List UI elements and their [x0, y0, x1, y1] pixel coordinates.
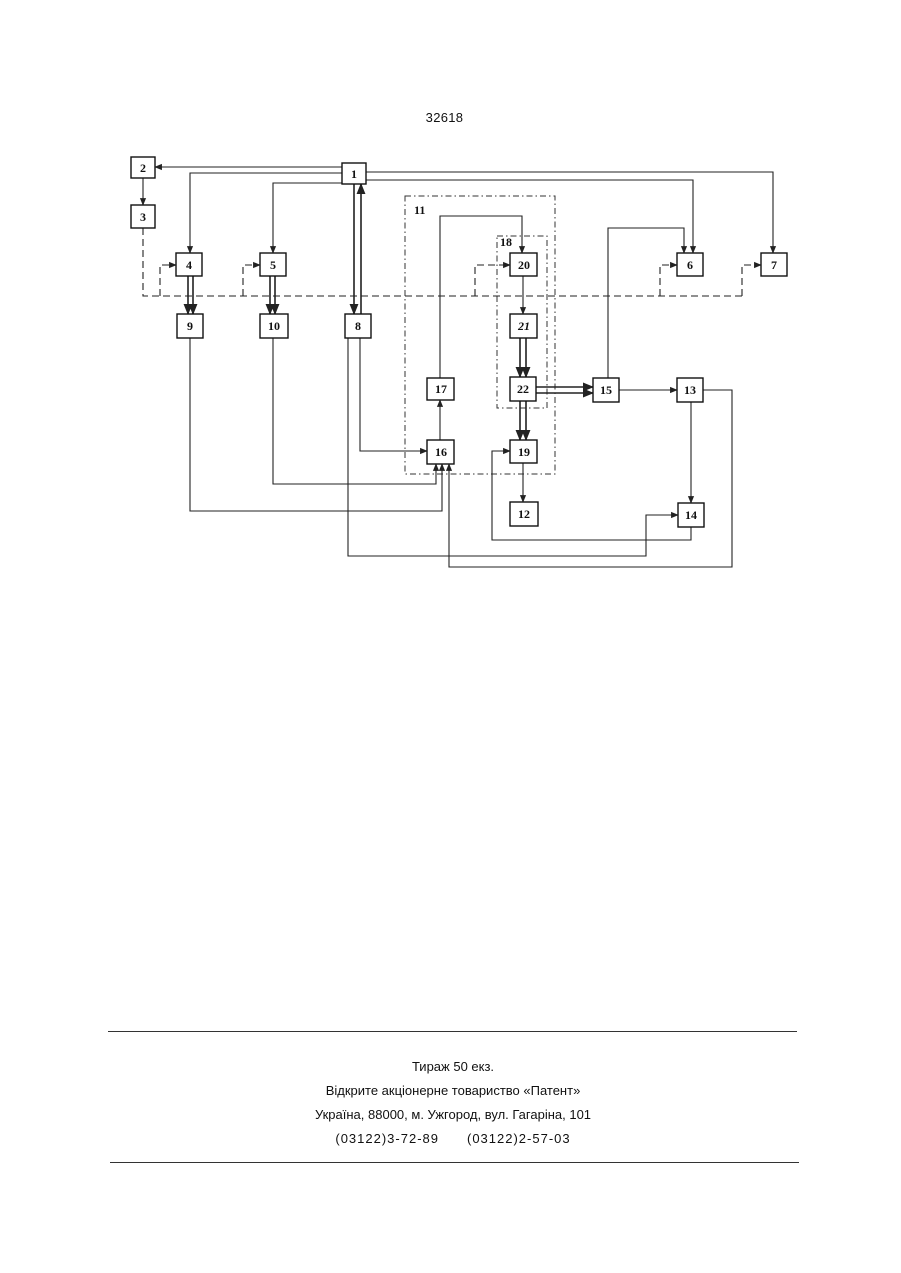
block-6-label: 6: [687, 258, 693, 272]
block-20: 20: [510, 253, 537, 276]
block-diagram: 11 18: [0, 0, 901, 600]
block-16-label: 16: [435, 445, 447, 459]
block-7-label: 7: [771, 258, 777, 272]
block-2-label: 2: [140, 161, 146, 175]
block-19-label: 19: [518, 445, 530, 459]
block-2: 2: [131, 157, 155, 178]
publisher-text: Відкрите акціонерне товариство «Патент»: [0, 1079, 901, 1103]
block-9-label: 9: [187, 319, 193, 333]
block-12-label: 12: [518, 507, 530, 521]
phone-line: (03122)3-72-89 (03122)2-57-03: [0, 1127, 901, 1151]
block-3: 3: [131, 205, 155, 228]
block-22: 22: [510, 377, 536, 401]
block-10: 10: [260, 314, 288, 338]
block-9: 9: [177, 314, 203, 338]
block-15-label: 15: [600, 383, 612, 397]
phone-1: (03122)3-72-89: [335, 1131, 439, 1146]
block-4-label: 4: [186, 258, 192, 272]
block-7: 7: [761, 253, 787, 276]
block-5-label: 5: [270, 258, 276, 272]
address-text: Україна, 88000, м. Ужгород, вул. Гагарін…: [0, 1103, 901, 1127]
block-17-label: 17: [435, 382, 447, 396]
block-4: 4: [176, 253, 202, 276]
block-12: 12: [510, 502, 538, 526]
block-20-label: 20: [518, 258, 530, 272]
circulation-text: Тираж 50 екз.: [0, 1055, 901, 1079]
imprint: Тираж 50 екз. Відкрите акціонерне товари…: [0, 1055, 901, 1151]
block-1: 1: [342, 163, 366, 184]
footer-rule-top: [108, 1031, 797, 1032]
dashed-bus: [143, 228, 761, 296]
block-22-label: 22: [517, 382, 529, 396]
block-14: 14: [678, 503, 704, 527]
block-6: 6: [677, 253, 703, 276]
block-8: 8: [345, 314, 371, 338]
block-19: 19: [510, 440, 537, 463]
footer-rule-bottom: [110, 1162, 799, 1163]
block-21-label: 21: [517, 319, 530, 333]
block-10-label: 10: [268, 319, 280, 333]
block-15: 15: [593, 378, 619, 402]
block-8-label: 8: [355, 319, 361, 333]
block-17: 17: [427, 378, 454, 400]
block-3-label: 3: [140, 210, 146, 224]
block-5: 5: [260, 253, 286, 276]
block-1-label: 1: [351, 167, 357, 181]
block-16: 16: [427, 440, 454, 464]
phone-2: (03122)2-57-03: [467, 1131, 571, 1146]
group-label-18: 18: [500, 235, 512, 249]
block-14-label: 14: [685, 508, 697, 522]
block-21: 21: [510, 314, 537, 338]
group-label-11: 11: [414, 203, 425, 217]
block-13: 13: [677, 378, 703, 402]
block-13-label: 13: [684, 383, 696, 397]
